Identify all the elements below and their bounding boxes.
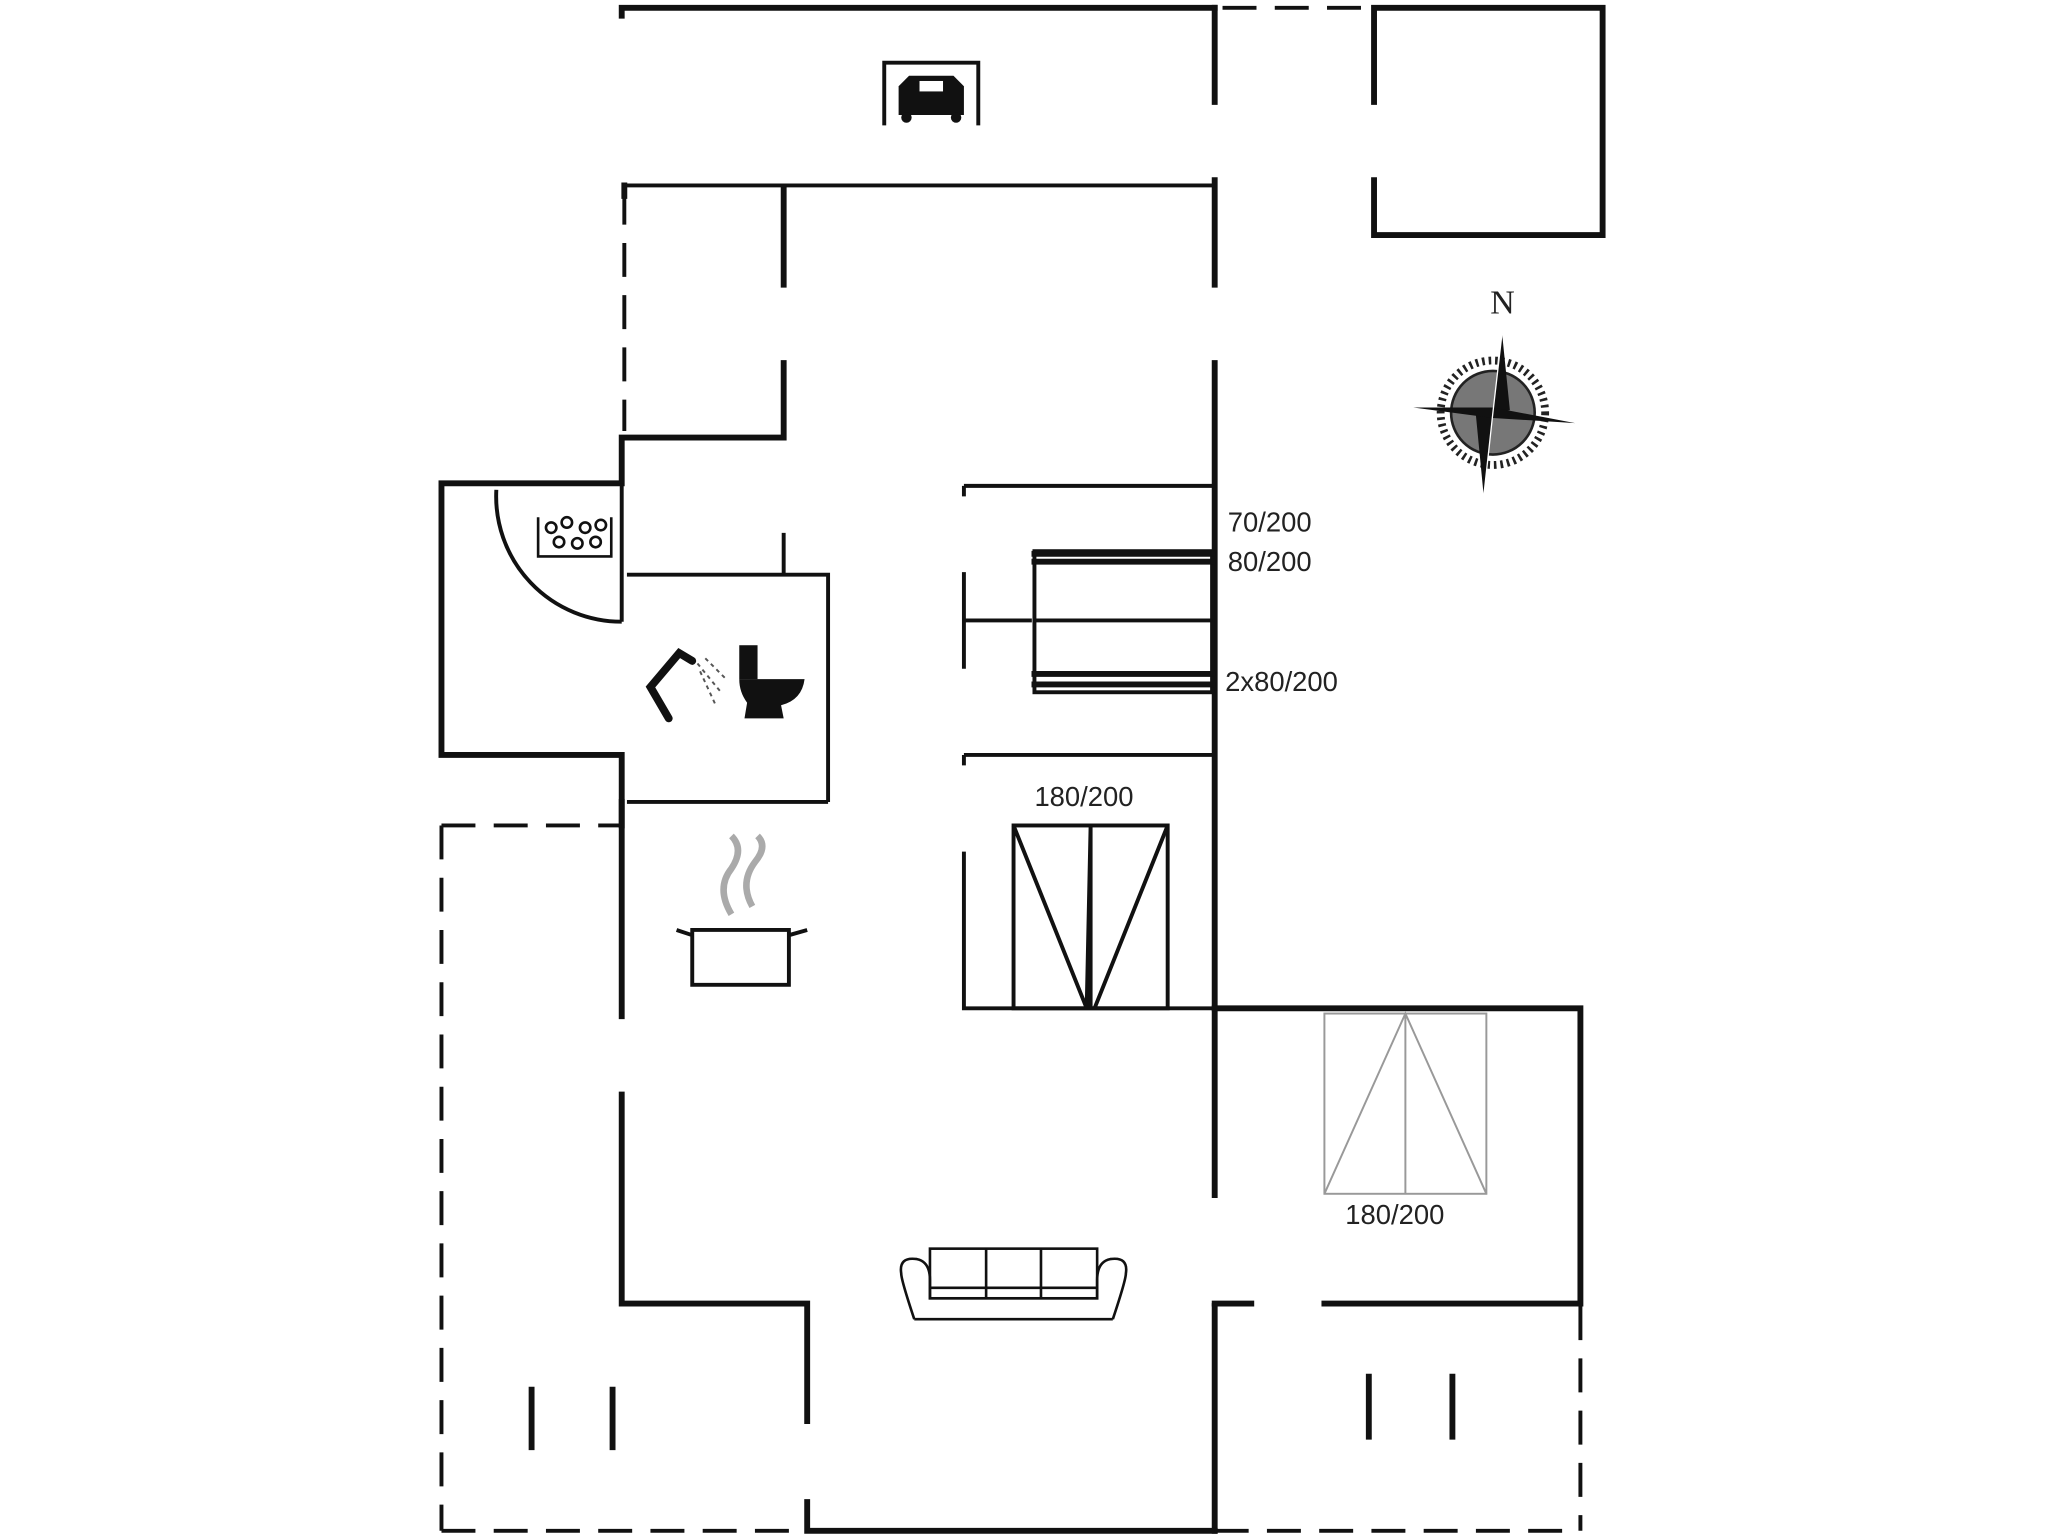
bunk-beds: [1031, 549, 1216, 695]
double-bed-1: [1011, 823, 1170, 1011]
sauna-stones-icon: [536, 515, 613, 558]
bed-label-2x80-200: 2x80/200: [1225, 666, 1338, 697]
shower-icon: [645, 647, 727, 723]
north-label: N: [1490, 284, 1515, 321]
double-bed-2: [1323, 1011, 1488, 1195]
walls: [438, 4, 1606, 1534]
toilet-icon: [739, 645, 805, 719]
carport-car-icon: [882, 60, 981, 126]
compass-rose-icon: N: [1413, 284, 1576, 497]
bed-label-70-200: 70/200: [1228, 507, 1312, 538]
kitchen-pot-icon: [675, 833, 808, 987]
bed-label-80-200: 80/200: [1228, 546, 1312, 577]
sofa-icon: [899, 1247, 1128, 1321]
bed-label-180-200: 180/200: [1034, 781, 1133, 812]
bed-label-180-200-2: 180/200: [1345, 1199, 1444, 1230]
